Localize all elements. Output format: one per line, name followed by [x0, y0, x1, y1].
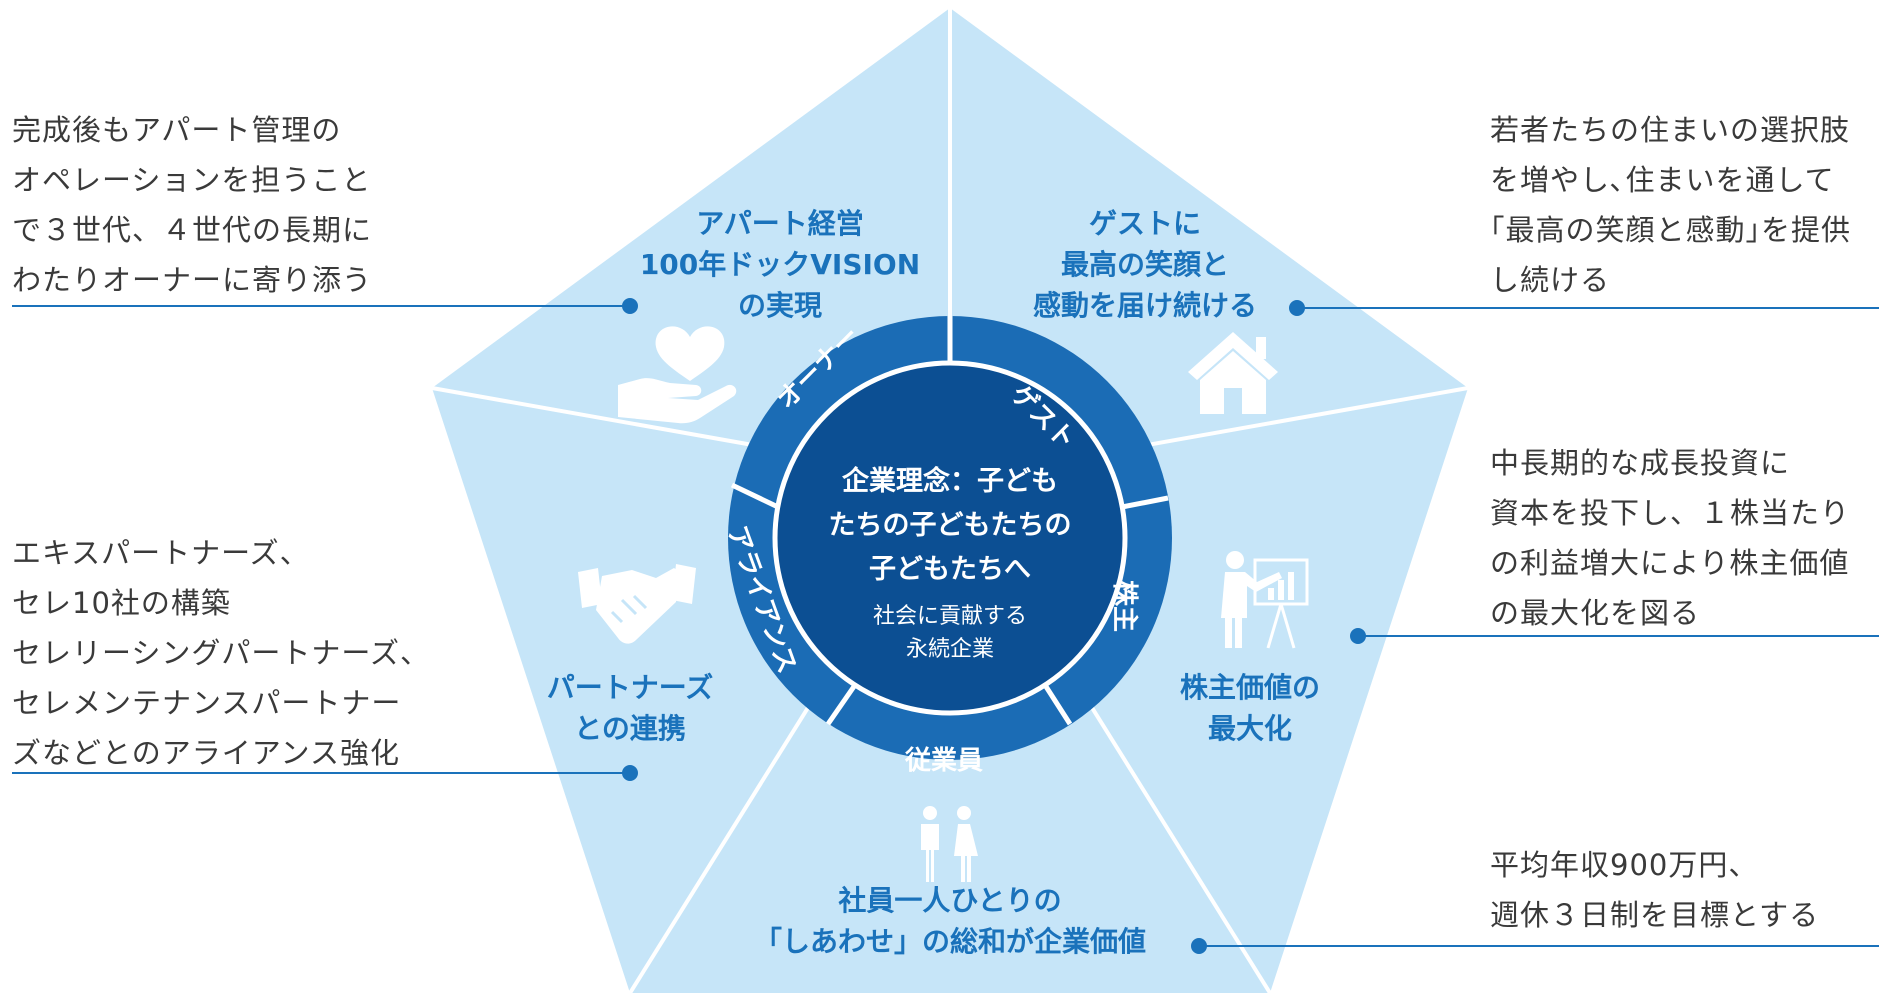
note-guest: 若者たちの住まいの選択肢 を増やし､住まいを通して ｢最高の笑顔と感動｣を提供 …	[1490, 113, 1852, 297]
ring-separators	[730, 316, 1169, 726]
house-icon	[1188, 332, 1278, 414]
pillar-employee: 社員一人ひとりの 「しあわせ」の総和が企業価値	[753, 884, 1146, 958]
ring-label-employee: 従業員	[905, 746, 984, 776]
pillar-alliance: パートナーズ との連携	[546, 671, 714, 745]
pillar-guest: ゲストに 最高の笑顔と 感動を届け続ける	[1032, 207, 1257, 322]
center-circle	[777, 365, 1123, 711]
presenter-chart-icon	[1221, 551, 1309, 649]
connector-dot-guest	[1289, 300, 1305, 316]
pillar-shareholder: 株主価値の 最大化	[1179, 671, 1320, 745]
corporate-philosophy-subtitle: 社会に貢献する 永続企業	[872, 604, 1027, 662]
handshake-icon	[578, 564, 696, 644]
connector-dot-shareholder	[1350, 628, 1366, 644]
note-owner: 完成後もアパート管理の オペレーションを担うこと で３世代、４世代の長期に わた…	[12, 113, 373, 297]
note-shareholder: 中長期的な成長投資に 資本を投下し、１株当たり の利益増大により株主価値 の最大…	[1490, 446, 1851, 630]
couple-icon	[921, 806, 978, 882]
connector-dot-employee	[1191, 938, 1207, 954]
note-employee: 平均年収900万円、 週休３日制を目標とする	[1490, 848, 1820, 932]
pillar-owner: アパート経営 100年ドックVISION の実現	[639, 207, 921, 322]
corporate-philosophy: 企業理念：子ども たちの子どもたちの 子どもたちへ 社会に貢献する 永続企業	[765, 460, 1135, 666]
corporate-philosophy-title: 企業理念：子ども たちの子どもたちの 子どもたちへ	[828, 466, 1072, 585]
connector-dot-alliance	[622, 765, 638, 781]
connectors	[12, 298, 1879, 954]
note-alliance: エキスパートナーズ、 セレ10社の構築 セレリーシングパートナーズ、 セレメンテ…	[12, 536, 430, 770]
connector-dot-owner	[622, 298, 638, 314]
heart-hand-icon	[618, 326, 737, 424]
